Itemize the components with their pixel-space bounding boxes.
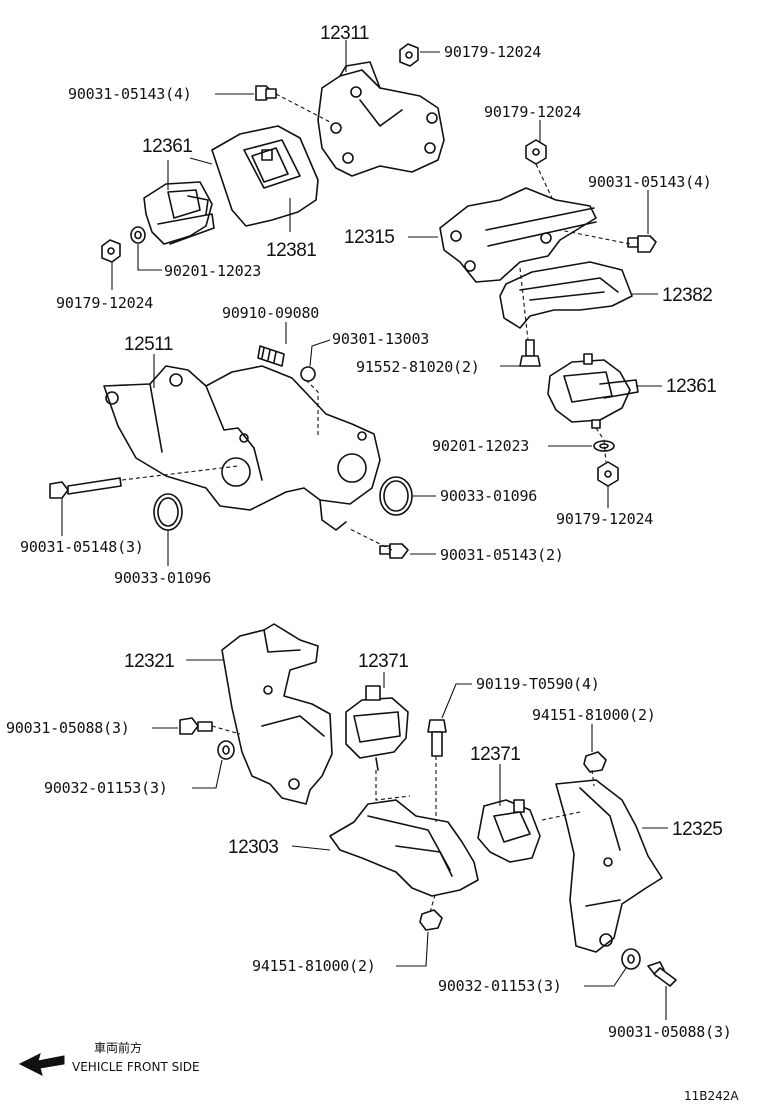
label-12511: 12511: [124, 334, 173, 355]
label-90301-13003: 90301-13003: [332, 330, 429, 348]
bolt-91552-drawing: [519, 339, 541, 367]
label-12382: 12382: [662, 285, 712, 306]
label-90031-05088-3-left: 90031-05088(3): [6, 719, 130, 737]
direction-label-en: VEHICLE FRONT SIDE: [72, 1060, 200, 1074]
label-12325: 12325: [672, 819, 722, 840]
mount-12371-mid-drawing: [477, 799, 541, 863]
bolt-90031-2-drawing: [379, 543, 409, 559]
nut-94151-right-drawing: [583, 751, 607, 773]
vehicle-front-indicator: 車両前方 VEHICLE FRONT SIDE: [18, 1040, 200, 1076]
bracket-12511-drawing: [103, 365, 381, 531]
gasket-90033-left-drawing: [153, 493, 183, 531]
crossmember-12303-drawing: [329, 799, 479, 897]
bracket-12325-drawing: [555, 779, 663, 953]
label-90031-05143-4-left: 90031-05143(4): [68, 85, 192, 103]
label-90033-01096-right: 90033-01096: [440, 487, 537, 505]
gasket-90033-right-drawing: [379, 476, 413, 516]
label-12361-right: 12361: [666, 376, 716, 397]
label-94151-81000-2-right: 94151-81000(2): [532, 706, 656, 724]
label-90119-T0590-4: 90119-T0590(4): [476, 675, 600, 693]
assembly-dash-lines: [121, 93, 631, 913]
bolt-90031-05088-left-drawing: [179, 717, 213, 735]
gasket-90301-drawing: [300, 366, 316, 382]
nut-90179-top-drawing: [399, 43, 419, 67]
label-12311: 12311: [320, 23, 369, 44]
label-12303: 12303: [228, 837, 278, 858]
label-90201-12023-right: 90201-12023: [432, 437, 529, 455]
leader-lines: [61, 40, 668, 1020]
stud-90910-drawing: [257, 345, 285, 367]
mount-12371-left-drawing: [345, 685, 409, 771]
nut-90179-right-drawing: [597, 461, 619, 487]
label-90031-05148-3: 90031-05148(3): [20, 538, 144, 556]
label-90910-09080: 90910-09080: [222, 304, 319, 322]
bolt-90031-right-drawing: [627, 235, 657, 253]
label-91552-81020-2: 91552-81020(2): [356, 358, 480, 376]
label-90201-12023-top: 90201-12023: [164, 262, 261, 280]
label-90032-01153-3-left: 90032-01153(3): [44, 779, 168, 797]
label-12371-left: 12371: [358, 651, 408, 672]
label-90032-01153-3-right: 90032-01153(3): [438, 977, 562, 995]
cover-12382-drawing: [499, 261, 633, 329]
washer-90032-left-drawing: [217, 740, 235, 760]
label-90179-12024-right: 90179-12024: [556, 510, 653, 528]
bolt-90031-05148-drawing: [49, 477, 122, 499]
mount-12361-top-drawing: [143, 181, 215, 245]
label-90031-05088-3-right: 90031-05088(3): [608, 1023, 732, 1041]
label-90033-01096-left: 90033-01096: [114, 569, 211, 587]
label-12315: 12315: [344, 227, 394, 248]
label-12321: 12321: [124, 651, 174, 672]
figure-code: 11B242A: [684, 1089, 739, 1103]
cover-12381-drawing: [211, 125, 319, 227]
bracket-12315-drawing: [439, 187, 597, 283]
nut-90179-left-drawing: [101, 239, 121, 263]
bracket-12321-drawing: [221, 623, 333, 805]
label-90179-12024-top: 90179-12024: [444, 43, 541, 61]
nut-94151-bottom-drawing: [419, 909, 443, 931]
direction-label-jp: 車両前方: [94, 1040, 142, 1055]
label-90031-05143-2: 90031-05143(2): [440, 546, 564, 564]
label-90031-05143-4-right: 90031-05143(4): [588, 173, 712, 191]
label-90179-12024-left: 90179-12024: [56, 294, 153, 312]
label-94151-81000-2-bottom: 94151-81000(2): [252, 957, 376, 975]
label-12371-mid: 12371: [470, 744, 520, 765]
front-arrow-icon: [18, 1053, 65, 1076]
bolt-90031-left-drawing: [255, 85, 277, 101]
washer-90201-top-drawing: [130, 226, 146, 244]
bolt-90119-drawing: [427, 719, 447, 757]
bracket-12311-drawing: [317, 61, 445, 177]
label-90179-12024-mid: 90179-12024: [484, 103, 581, 121]
label-12381: 12381: [266, 240, 316, 261]
label-12361-top: 12361: [142, 136, 192, 157]
washer-90032-right-drawing: [621, 948, 641, 970]
nut-90179-mid-drawing: [525, 139, 547, 165]
bolt-90031-05088-right-drawing: [647, 961, 677, 987]
mount-12361-right-drawing: [547, 353, 639, 429]
